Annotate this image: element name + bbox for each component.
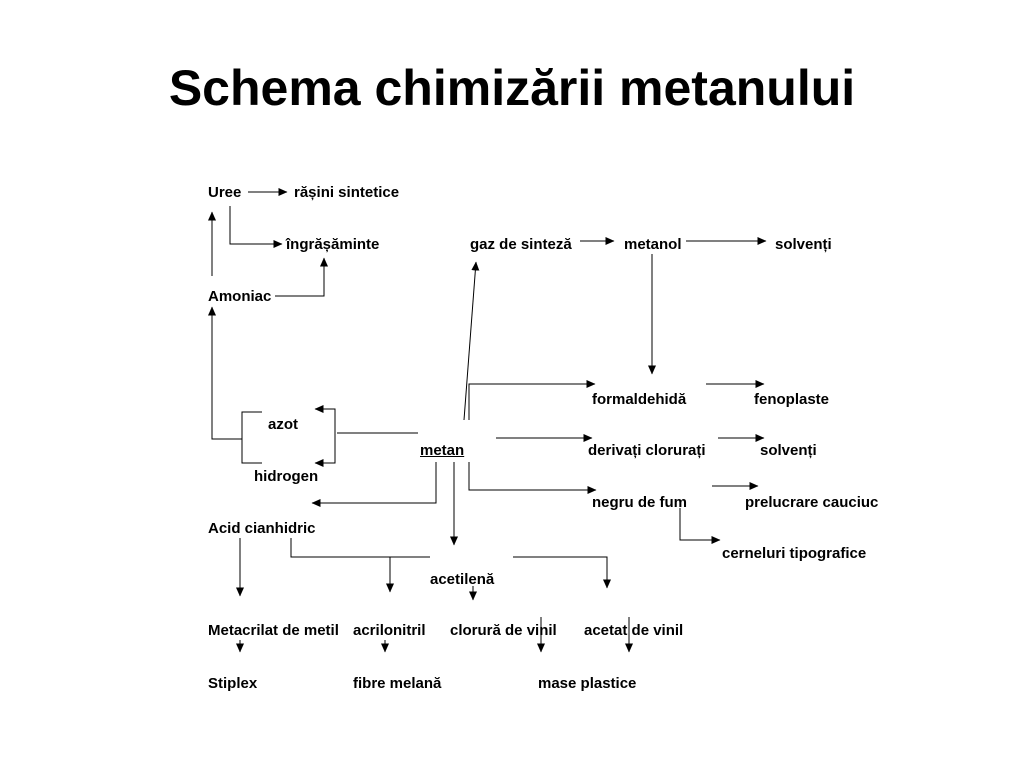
node-solventi-2: solvenți: [760, 442, 817, 459]
arrow-metan-acid-cianhidric: [311, 462, 437, 507]
node-negru-de-fum: negru de fum: [592, 494, 688, 511]
node-gaz-de-sinteza: gaz de sinteză: [470, 236, 572, 253]
arrow-metan-negru-fum: [468, 462, 597, 494]
arrow-uree-ingrasaminte: [229, 206, 283, 248]
node-formaldehida: formaldehidă: [592, 391, 687, 408]
node-prelucrare-cauciuc: prelucrare cauciuc: [745, 494, 879, 511]
node-fenoplaste: fenoplaste: [754, 391, 830, 408]
node-metacrilat-de-metil: Metacrilat de metil: [208, 622, 339, 639]
arrow-metan-gaz-sinteza: [463, 261, 480, 421]
node-amoniac: Amoniac: [208, 288, 272, 305]
node-metan: metan: [420, 442, 465, 459]
arrow-metan-hidrogen: [314, 433, 336, 467]
node-acetat-de-vinil: acetat de vinil: [584, 622, 684, 639]
node-stiplex: Stiplex: [208, 675, 258, 692]
node-acetilena: acetilenă: [430, 571, 495, 588]
node-rasini-sintetice: rășini sintetice: [294, 184, 400, 201]
node-metanol: metanol: [624, 236, 682, 253]
node-cerneluri-tipografice: cerneluri tipografice: [722, 545, 867, 562]
line-acid-acetilena: [290, 538, 430, 558]
node-acrilonitril: acrilonitril: [353, 622, 426, 639]
arrow-metan-formaldehida: [468, 380, 596, 420]
node-clorura-de-vinil: clorură de vinil: [450, 622, 557, 639]
node-solventi-1: solvenți: [775, 236, 832, 253]
arrow-negru-cerneluri: [679, 508, 721, 544]
arrow-bracket-amoniac: [208, 306, 242, 440]
node-azot: azot: [268, 416, 298, 433]
node-derivati-clorurati: derivați clorurați: [588, 442, 706, 459]
arrow-amoniac-ingrasaminte: [275, 257, 328, 297]
slide-title: Schema chimizării metanului: [168, 60, 856, 116]
bracket-azot-hidrogen: [241, 411, 262, 464]
node-ingrasaminte: îngrășăminte: [286, 236, 380, 253]
node-uree: Uree: [208, 184, 242, 201]
node-acid-cianhidric: Acid cianhidric: [208, 520, 316, 537]
arrow-metan-azot: [314, 405, 336, 433]
node-fibre-melana: fibre melană: [353, 675, 442, 692]
node-hidrogen: hidrogen: [254, 468, 319, 485]
arrow-acetilena-acetat: [513, 556, 611, 589]
node-mase-plastice: mase plastice: [538, 675, 637, 692]
